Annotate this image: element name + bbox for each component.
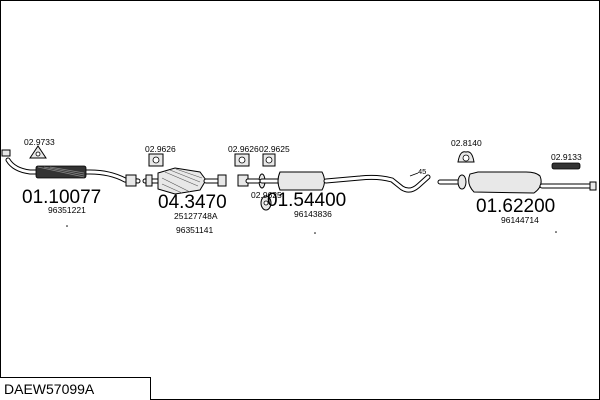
- middle-silencer[interactable]: [259, 171, 431, 193]
- cat-front-flange: [145, 174, 153, 187]
- part-number-rear-silencer: 01.62200: [476, 196, 555, 217]
- hanger-02-8140[interactable]: [457, 151, 475, 163]
- part-number-middle-silencer: 01.54400: [267, 190, 346, 211]
- gasket-02-9626-b[interactable]: [234, 153, 250, 167]
- fitting-label-7: 02.9133: [551, 152, 582, 162]
- fitting-label-3: 02.9626: [228, 144, 259, 154]
- marker-label: 45: [418, 167, 426, 176]
- fitting-02-9733[interactable]: [29, 145, 47, 159]
- part-number-front-pipe: 01.10077: [22, 187, 101, 208]
- tailpipe-end: [589, 181, 597, 191]
- part-ref-middle-silencer: 96143836: [294, 209, 332, 219]
- catalytic-converter[interactable]: [142, 167, 227, 195]
- diagram-code-box: DAEW57099A: [0, 377, 151, 400]
- gasket-02-9626-a[interactable]: [148, 153, 164, 167]
- fitting-label-6: 02.8140: [451, 138, 482, 148]
- front-pipe[interactable]: [1, 149, 141, 187]
- diagram-code: DAEW57099A: [4, 381, 95, 397]
- part-ref2-catalyst: 96351141: [176, 225, 213, 235]
- rear-silencer[interactable]: [437, 171, 597, 194]
- part-ref-catalyst: 25127748A: [174, 211, 218, 221]
- gasket-02-9625-a[interactable]: [262, 153, 276, 167]
- hanger-02-9133[interactable]: [551, 162, 581, 170]
- part-ref-front-pipe: 96351221: [48, 205, 86, 215]
- part-number-catalyst: 04.3470: [158, 192, 227, 213]
- fitting-label-4: 02.9625: [259, 144, 290, 154]
- gasket-02-9625-b[interactable]: [260, 195, 272, 211]
- fitting-label-2: 02.9626: [145, 144, 176, 154]
- front-flange: [1, 149, 11, 157]
- fitting-label-5: 02.9625: [251, 190, 282, 200]
- marker-arrow: 45: [409, 167, 426, 177]
- part-ref-rear-silencer: 96144714: [501, 215, 539, 225]
- rear-flange: [125, 174, 137, 187]
- cat-rear-flange: [217, 174, 227, 187]
- fitting-label-1: 02.9733: [24, 137, 55, 147]
